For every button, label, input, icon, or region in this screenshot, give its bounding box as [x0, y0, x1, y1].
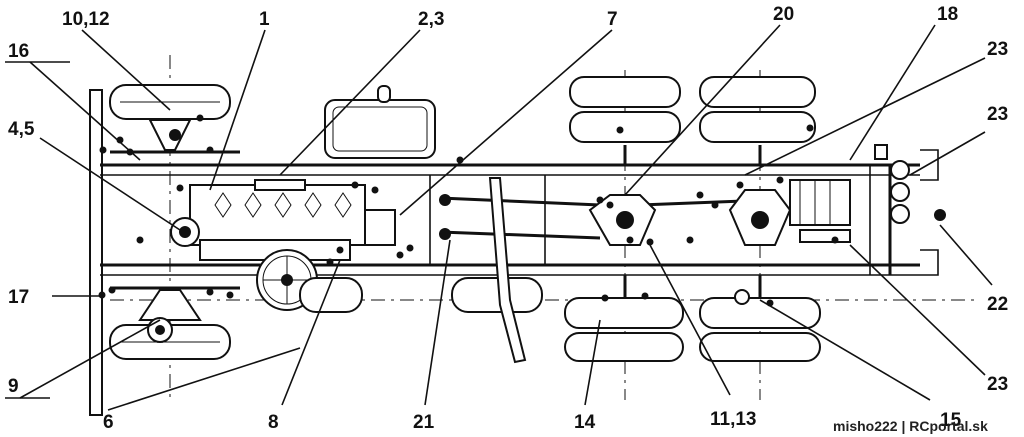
- label-7: 7: [607, 9, 618, 30]
- label-21: 21: [413, 412, 435, 433]
- label-14: 14: [574, 412, 596, 433]
- fuel-tank: [299, 277, 543, 313]
- label-11-13: 11,13: [710, 409, 757, 430]
- spare-wheel: [324, 85, 436, 159]
- lubrication-points: [98, 114, 839, 307]
- propeller-shafts: [439, 177, 771, 364]
- label-9: 9: [8, 376, 19, 397]
- rear-equipment: [789, 144, 946, 276]
- label-15: 15: [940, 410, 962, 431]
- label-10-12: 10,12: [62, 9, 110, 30]
- label-20: 20: [773, 4, 794, 25]
- label-23-bottom: 23: [987, 374, 1008, 395]
- label-22: 22: [987, 294, 1008, 315]
- label-16: 16: [8, 41, 29, 62]
- callout-labels: 10,12 1 2,3 7 20 18 23 16 4,5 23 17 22 9…: [8, 4, 1008, 434]
- label-23-top: 23: [987, 39, 1008, 60]
- credit-watermark: misho222 | RCportal.sk: [833, 418, 988, 434]
- label-18: 18: [937, 4, 958, 25]
- engine: [170, 179, 396, 261]
- label-2-3: 2,3: [418, 9, 444, 30]
- front-axle: [109, 84, 240, 360]
- label-23-middle: 23: [987, 104, 1008, 125]
- label-8: 8: [268, 412, 279, 433]
- label-17: 17: [8, 287, 29, 308]
- rear-axle-1: [564, 76, 684, 362]
- label-4-5: 4,5: [8, 119, 35, 140]
- leader-lines: [5, 24, 993, 411]
- label-6: 6: [103, 412, 114, 433]
- rear-axle-2: [699, 76, 821, 362]
- label-1: 1: [259, 9, 270, 30]
